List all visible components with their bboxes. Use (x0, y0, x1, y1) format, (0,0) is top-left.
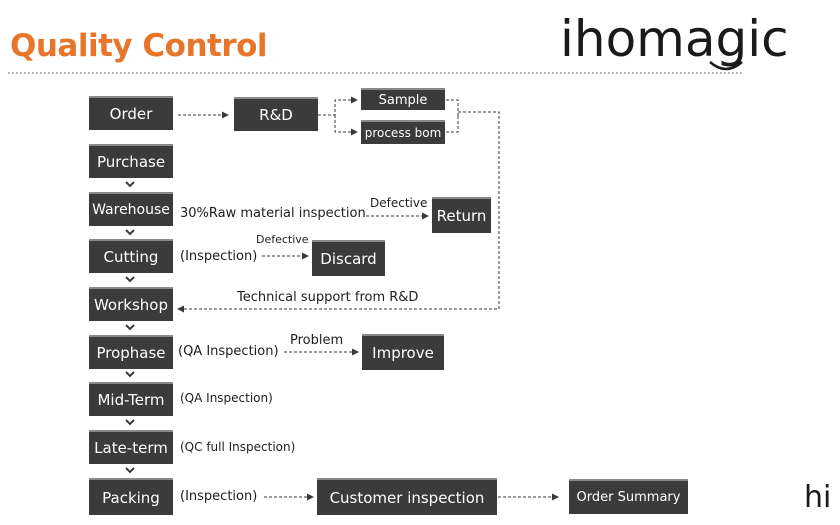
label-qa-inspection-midterm: (QA Inspection) (180, 391, 273, 405)
svg-text:ihomagic: ihomagic (560, 10, 789, 68)
node-rd: R&D (234, 97, 318, 131)
node-lateterm: Late-term (89, 430, 173, 464)
corner-logo-mark: hi (804, 480, 832, 515)
label-defective-2: Defective (256, 233, 309, 246)
label-raw-inspection: 30%Raw material inspection (180, 206, 366, 221)
node-workshop: Workshop (89, 287, 173, 321)
node-discard: Discard (312, 240, 385, 276)
label-tech-support: Technical support from R&D (237, 290, 419, 305)
label-qa-inspection-prophase: (QA Inspection) (178, 344, 279, 359)
node-return: Return (432, 197, 491, 233)
node-process-bom: process bom (361, 120, 445, 144)
node-purchase: Purchase (89, 144, 173, 178)
node-cutting: Cutting (89, 239, 173, 273)
node-packing: Packing (89, 478, 173, 515)
label-problem: Problem (290, 333, 344, 348)
label-defective-1: Defective (370, 196, 428, 210)
page-title: Quality Control (10, 28, 268, 64)
node-customer-inspection: Customer inspection (317, 478, 497, 515)
node-sample: Sample (361, 88, 445, 110)
node-improve: Improve (362, 334, 444, 370)
node-midterm: Mid-Term (89, 382, 173, 416)
label-packing-inspection: (Inspection) (180, 489, 258, 504)
label-cutting-inspection: (Inspection) (180, 249, 258, 264)
node-warehouse: Warehouse (89, 192, 173, 226)
label-qc-full-inspection: (QC full Inspection) (180, 440, 296, 454)
brand-logo: ihomagic (560, 10, 789, 71)
node-prophase: Prophase (89, 335, 173, 369)
node-order: Order (89, 96, 173, 130)
node-order-summary: Order Summary (569, 479, 688, 514)
